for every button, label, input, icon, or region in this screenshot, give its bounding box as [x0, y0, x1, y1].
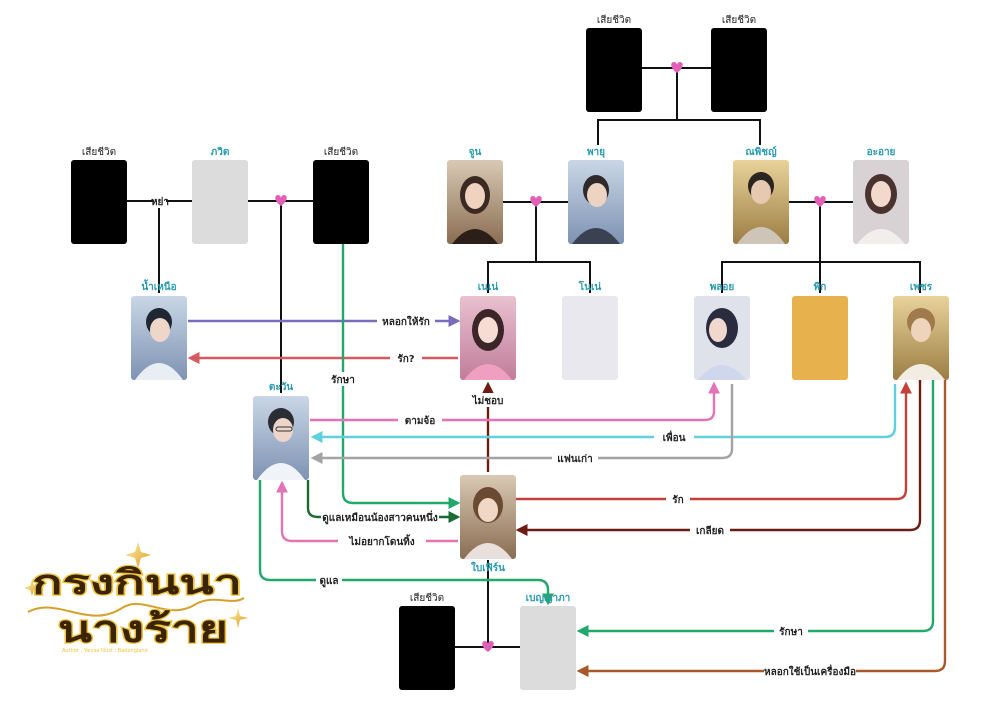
logo-line-2: นางร้าย	[58, 606, 228, 651]
card-ploy[interactable]: พลอย	[694, 282, 750, 380]
name-joon: จูน	[469, 147, 482, 159]
card-dead-left-2[interactable]: เสียชีวิต	[313, 146, 369, 244]
name-aai: อะอาย	[867, 147, 896, 158]
heart-icon	[671, 62, 683, 73]
name-dead-top-left: เสียชีวิต	[597, 14, 631, 26]
name-petch: เพชร	[910, 282, 933, 293]
card-joon[interactable]: จูน	[447, 147, 503, 244]
name-pik: พิก	[814, 281, 827, 293]
card-dead-top-left[interactable]: เสียชีวิต	[586, 14, 642, 112]
card-pik[interactable]: พิก	[792, 281, 848, 380]
label-dislike: ไม่ชอบ	[472, 394, 504, 407]
name-dead-top-right: เสียชีวิต	[722, 14, 756, 26]
name-nene: เนเน่	[478, 281, 499, 293]
marriage-hearts	[275, 62, 826, 652]
card-nappitchaya[interactable]: ณพิชญ์	[733, 146, 789, 244]
arrow-use-as-tool	[576, 380, 947, 677]
card-baifern[interactable]: ใบเฟิร์น	[460, 475, 516, 574]
arrow-hate	[515, 380, 922, 536]
card-namnuea[interactable]: น้ำเหนือ	[131, 279, 187, 380]
arrow-love	[516, 381, 912, 501]
arrow-cure-2	[576, 380, 935, 637]
arrow-cure	[341, 244, 461, 509]
label-hate: เกลียด	[696, 525, 724, 537]
heart-icon	[482, 641, 494, 652]
family-lines	[127, 67, 921, 648]
label-cure-2: รักษา	[779, 626, 803, 638]
label-like-sister: ดูแลเหมือนน้องสาวคนหนึ่ง	[322, 510, 438, 525]
character-cards: เสียชีวิต เสียชีวิต เสียชีวิต ภวิต เสียช…	[71, 14, 949, 690]
label-love-question: รัก?	[397, 353, 414, 365]
name-tawan: ตะวัน	[269, 381, 293, 393]
logo-credit: Author : Yanisa Illust : Badongland	[62, 648, 148, 654]
label-stalk: ตามจ้อ	[405, 415, 436, 427]
card-payu[interactable]: พายุ	[568, 147, 624, 244]
logo-line-1: กรงกินนา	[32, 563, 242, 603]
label-divorce: หย่า	[151, 196, 169, 208]
card-tawan[interactable]: ตะวัน	[253, 381, 309, 480]
name-nappitchaya: ณพิชญ์	[745, 146, 777, 158]
arrow-care	[258, 480, 554, 606]
card-benyapa[interactable]: เบญญาภา	[520, 593, 576, 690]
relation-arrows	[187, 244, 947, 677]
name-namnuea: น้ำเหนือ	[141, 279, 176, 293]
card-dead-left-1[interactable]: เสียชีวิต	[71, 146, 127, 244]
card-nene[interactable]: เนเน่	[460, 281, 516, 380]
card-dead-bottom[interactable]: เสียชีวิต	[399, 592, 455, 690]
name-dead-bottom: เสียชีวิต	[410, 592, 444, 604]
sparkle-icon	[24, 580, 40, 596]
name-dead-left-2: เสียชีวิต	[324, 146, 358, 158]
arrow-like-sister	[306, 480, 461, 523]
card-dead-top-right[interactable]: เสียชีวิต	[711, 14, 767, 112]
sparkle-icon	[125, 542, 151, 568]
label-ex: แฟนเก่า	[557, 453, 592, 465]
name-none: โนเน่	[578, 280, 602, 293]
name-ploy: พลอย	[710, 282, 735, 293]
title-logo: กรงกินนา นางร้าย Author : Yanisa Illust …	[24, 542, 248, 654]
label-cure: รักษา	[331, 374, 355, 386]
label-friend: เพื่อน	[663, 430, 686, 444]
sparkle-icon	[228, 608, 248, 628]
name-pawit: ภวิต	[211, 146, 230, 158]
label-care: ดูแล	[319, 576, 338, 588]
label-fake-love: หลอกให้รัก	[382, 315, 430, 328]
name-payu: พายุ	[587, 147, 605, 158]
label-love: รัก	[672, 494, 683, 506]
card-pawit[interactable]: ภวิต	[192, 146, 248, 244]
label-not-abandoned: ไม่อยากโดนทิ้ง	[348, 534, 414, 548]
card-petch[interactable]: เพชร	[893, 282, 949, 380]
label-use-as-tool: หลอกใช้เป็นเครื่องมือ	[764, 664, 856, 678]
name-benyapa: เบญญาภา	[526, 593, 571, 604]
name-baifern: ใบเฟิร์น	[471, 561, 505, 574]
card-aai[interactable]: อะอาย	[853, 147, 909, 244]
heart-icon	[275, 195, 287, 206]
heart-icon	[530, 196, 542, 207]
arrow-stalk	[310, 381, 720, 422]
card-none[interactable]: โนเน่	[562, 280, 618, 380]
arrow-not-abandoned	[276, 480, 458, 543]
arrow-ex	[310, 384, 734, 464]
arrow-friend	[310, 384, 897, 443]
name-dead-left-1: เสียชีวิต	[82, 146, 116, 158]
heart-icon	[814, 196, 826, 207]
vine-ornament-icon	[27, 597, 245, 617]
relation-labels: หย่า หลอกให้รัก รัก? รักษา ไม่ชอบ ตามจ้อ…	[151, 194, 856, 678]
